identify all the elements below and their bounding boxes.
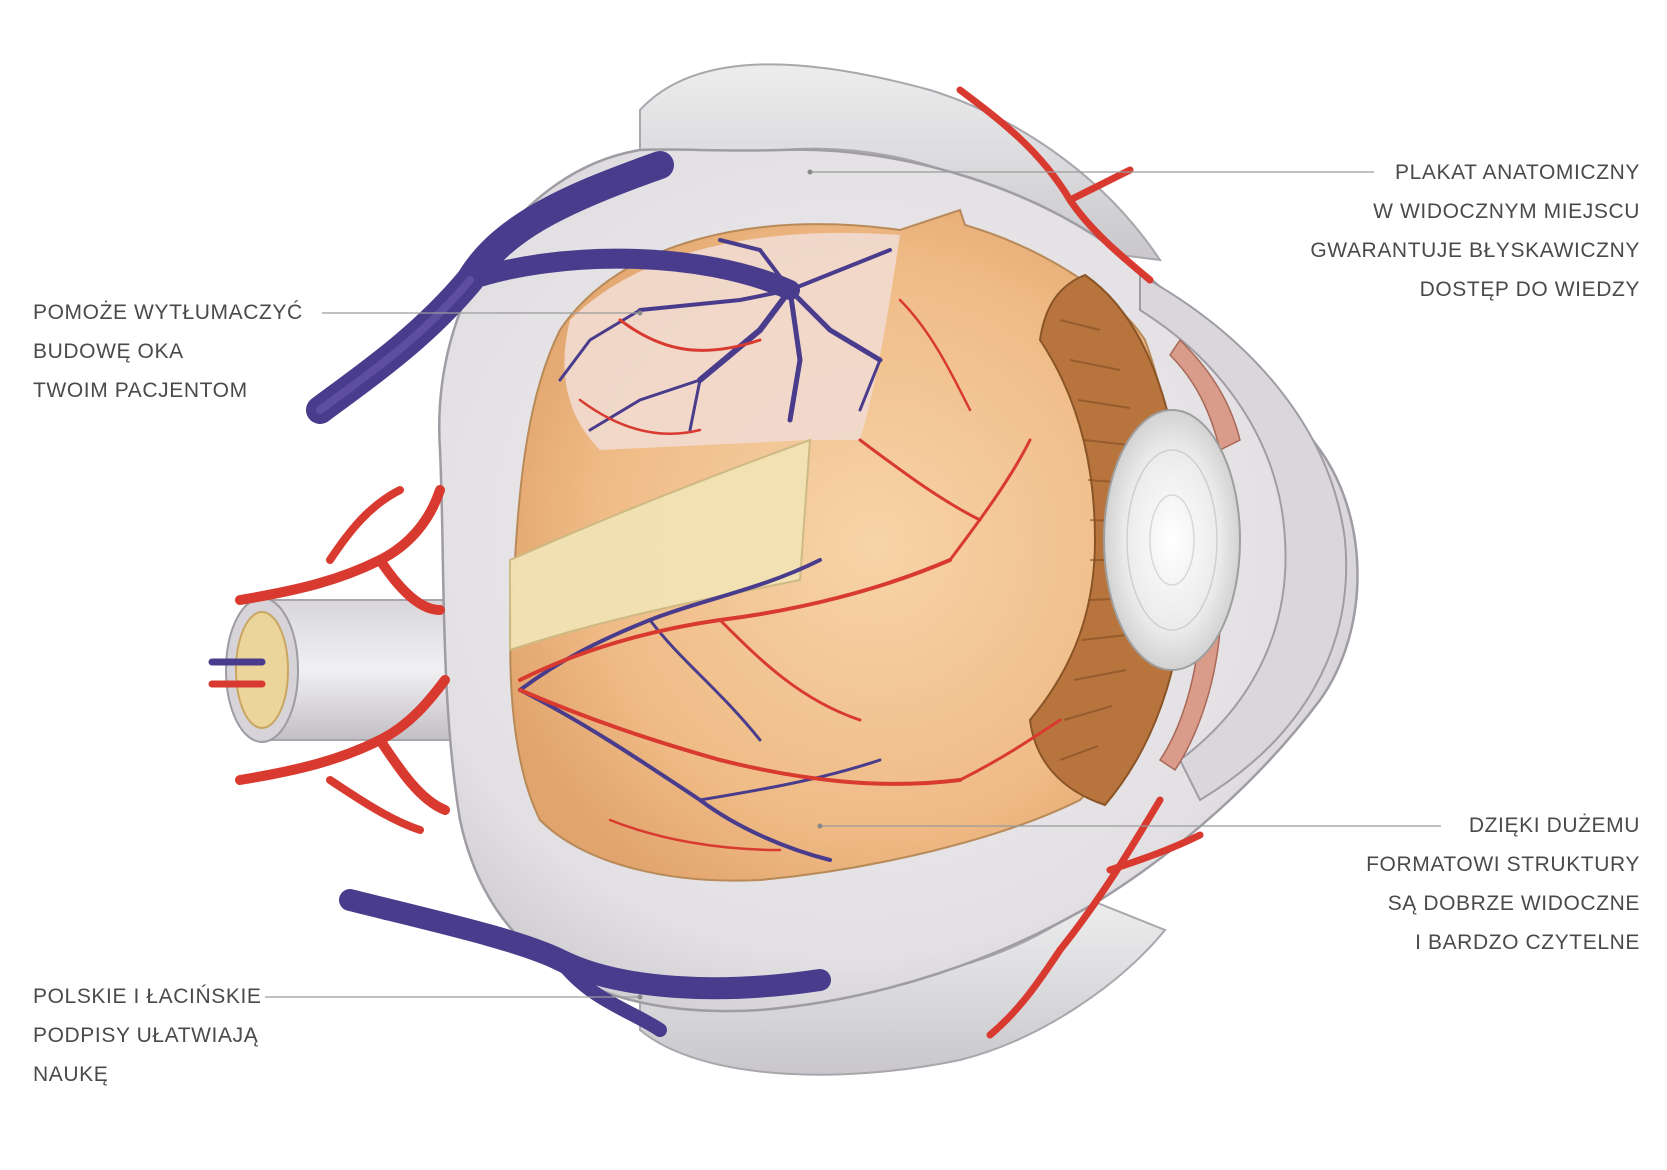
- posterior-ciliary-arteries: [235, 485, 450, 834]
- callout-top-right: PLAKAT ANATOMICZNY W WIDOCZNYM MIEJSCU G…: [1310, 153, 1640, 309]
- leader-dots: [637, 169, 823, 1000]
- leader-lines: [265, 171, 1441, 998]
- callout-line: POLSKIE I ŁACIŃSKIE: [33, 985, 262, 1008]
- callout-line: BUDOWĘ OKA: [33, 340, 184, 363]
- callout-line: PODPISY UŁATWIAJĄ: [33, 1024, 259, 1047]
- callout-line: PLAKAT ANATOMICZNY: [1395, 161, 1640, 184]
- callout-line: POMOŻE WYTŁUMACZYĆ: [33, 301, 303, 324]
- callout-left-upper: POMOŻE WYTŁUMACZYĆ BUDOWĘ OKA TWOIM PACJ…: [33, 293, 303, 410]
- callout-line: GWARANTUJE BŁYSKAWICZNY: [1310, 239, 1640, 262]
- lens-icon: [1103, 409, 1241, 671]
- anterior-ciliary-arteries: [956, 86, 1204, 1039]
- callout-bottom-left: POLSKIE I ŁACIŃSKIE PODPISY UŁATWIAJĄ NA…: [33, 977, 262, 1094]
- callout-line: FORMATOWI STRUKTURY: [1366, 853, 1640, 876]
- optic-nerve-icon: [208, 597, 461, 743]
- cornea: [1139, 273, 1348, 802]
- callout-line: I BARDZO CZYTELNE: [1415, 931, 1640, 954]
- iris-lower: [1158, 629, 1221, 772]
- callout-line: DZIĘKI DUŻEMU: [1468, 814, 1640, 837]
- callout-line: TWOIM PACJENTOM: [33, 379, 248, 402]
- callout-line: W WIDOCZNYM MIEJSCU: [1373, 200, 1640, 223]
- callout-line: NAUKĘ: [33, 1063, 109, 1086]
- callout-bottom-right: DZIĘKI DUŻEMU FORMATOWI STRUKTURY SĄ DOB…: [1366, 806, 1640, 962]
- retina-flap: [509, 438, 812, 652]
- retinal-arteries: [518, 298, 1062, 852]
- callout-line: DOSTĘP DO WIEDZY: [1419, 278, 1640, 301]
- callout-line: SĄ DOBRZE WIDOCZNE: [1387, 892, 1640, 915]
